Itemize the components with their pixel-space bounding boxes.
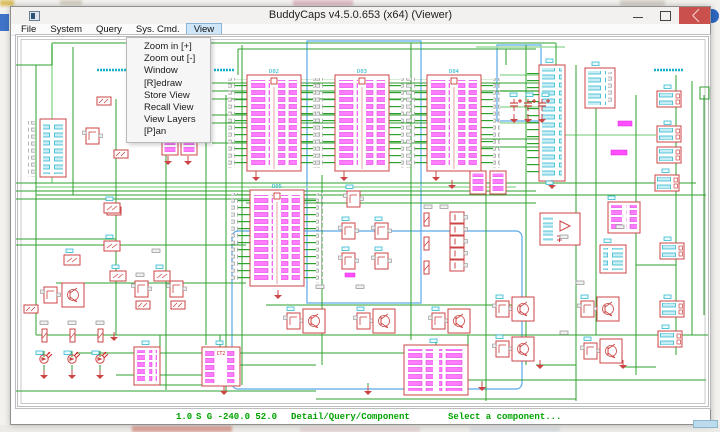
ic-label-d05: D05 <box>272 184 282 190</box>
menu-item-pan[interactable]: [P]an <box>144 126 167 138</box>
menu-item-store-view[interactable]: Store View <box>144 89 190 101</box>
app-icon <box>29 11 40 21</box>
window-title: BuddyCaps v4.5.0.653 (x64) (Viewer) <box>268 9 453 21</box>
background-icon <box>0 14 9 31</box>
status-mode: Detail/Query/Component <box>291 412 410 422</box>
ic-label-d02: D02 <box>269 69 279 75</box>
background-window-fragment <box>60 0 82 5</box>
menu-system[interactable]: System <box>50 23 82 35</box>
close-button[interactable] <box>679 7 710 24</box>
menu-sys-cmd[interactable]: Sys. Cmd. <box>135 23 180 35</box>
status-coordinates: S G -240.0 52.0 <box>196 412 278 422</box>
menu-item-zoom-out[interactable]: Zoom out [-] <box>144 53 196 65</box>
schematic-canvas[interactable]: D02 D03 D04 D05 CT2 <box>15 34 711 409</box>
status-prompt: Select a component... <box>448 412 562 422</box>
app-window: BuddyCaps v4.5.0.653 (x64) (Viewer) File… <box>10 6 711 425</box>
maximize-button[interactable] <box>652 7 679 24</box>
menu-view[interactable]: View <box>185 22 223 37</box>
menu-item-redraw[interactable]: [R]edraw <box>144 77 183 89</box>
menu-item-view-layers[interactable]: View Layers <box>144 114 196 126</box>
background-window-fragment <box>132 426 232 432</box>
menu-item-zoom-in[interactable]: Zoom in [+] <box>144 41 192 52</box>
view-dropdown-menu: Zoom in [+] Zoom out [-] Window [R]edraw… <box>126 37 211 143</box>
ic-label-d04: D04 <box>449 69 460 75</box>
background-strip <box>0 425 720 432</box>
background-window-fragment <box>620 0 665 6</box>
status-scale: 1.0 <box>176 412 193 422</box>
minimize-button[interactable] <box>625 7 652 24</box>
ic-label-d03: D03 <box>357 69 367 75</box>
menu-item-recall-view[interactable]: Recall View <box>144 101 194 113</box>
menu-file[interactable]: File <box>21 23 37 35</box>
background-scrollbar-fragment <box>693 420 718 428</box>
menu-query[interactable]: Query <box>96 23 122 35</box>
statusbar: 1.0 S G -240.0 52.0 Detail/Query/Compone… <box>11 411 710 424</box>
background-window-fragment <box>470 427 560 432</box>
ic-label-ct2: CT2 <box>217 351 226 357</box>
background-window-fragment <box>300 427 420 432</box>
background-window-fragment <box>0 0 14 6</box>
titlebar[interactable]: BuddyCaps v4.5.0.653 (x64) (Viewer) <box>11 7 710 24</box>
menu-item-window[interactable]: Window <box>144 65 178 77</box>
background-window-fragment <box>293 0 353 6</box>
